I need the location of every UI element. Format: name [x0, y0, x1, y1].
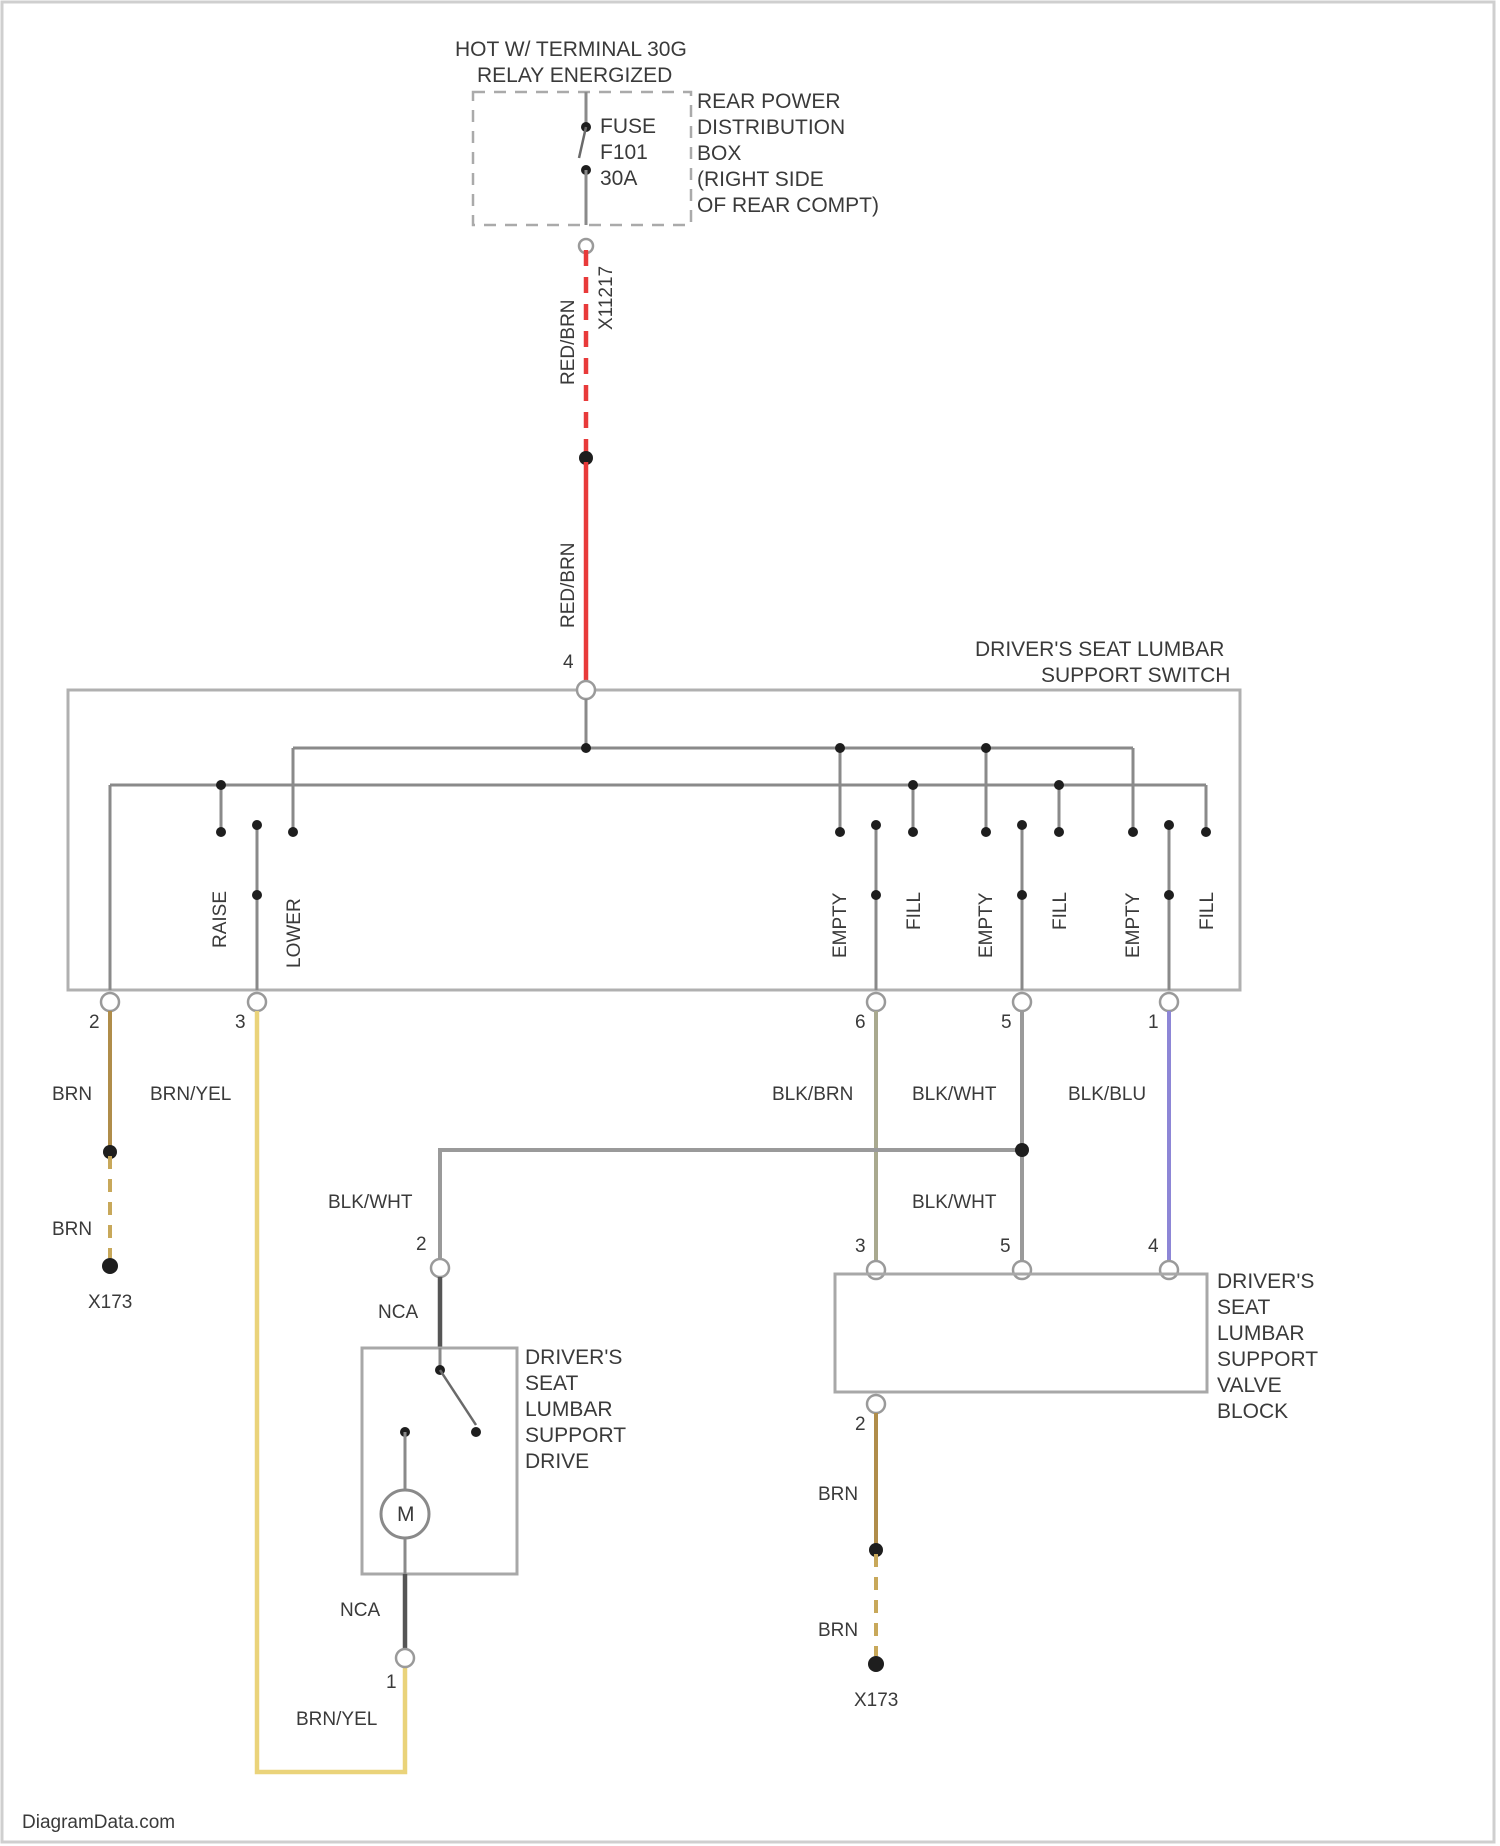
valve-label-line6: BLOCK [1217, 1400, 1288, 1423]
switch-internal-wiring [110, 699, 1206, 990]
power-box-line2: DISTRIBUTION [697, 116, 845, 139]
label-brn-left-2: BRN [52, 1219, 92, 1240]
valve-label-line4: SUPPORT [1217, 1348, 1318, 1371]
label-blk-brn: BLK/BRN [772, 1084, 853, 1105]
lumbar-switch-box [68, 690, 1240, 990]
contact-fill-1: FILL [904, 892, 925, 930]
splice-blk-wht [1015, 1143, 1029, 1157]
valve-pin-bottom-label: 2 [855, 1414, 866, 1435]
motor-label: M [397, 1503, 415, 1526]
switch-bottom-pins [101, 993, 1178, 1011]
drive-label-line4: SUPPORT [525, 1424, 626, 1447]
switch-pin-3: 3 [235, 1012, 246, 1033]
fuse-name: FUSE [600, 115, 656, 138]
fuse-symbol [579, 92, 591, 225]
label-red-brn-1: RED/BRN [558, 299, 579, 385]
label-brn-right-1: BRN [818, 1484, 858, 1505]
label-brn-left-1: BRN [52, 1084, 92, 1105]
contact-lower: LOWER [284, 898, 305, 968]
contact-raise: RAISE [210, 891, 231, 948]
power-box-line5: OF REAR COMPT) [697, 194, 879, 217]
valve-pin-4: 4 [1148, 1236, 1159, 1257]
valve-label-line5: VALVE [1217, 1374, 1282, 1397]
power-source-line1: HOT W/ TERMINAL 30G [455, 38, 687, 61]
label-blk-wht-3: BLK/WHT [912, 1192, 997, 1213]
contact-empty-1: EMPTY [830, 892, 851, 958]
label-blk-wht-2: BLK/WHT [328, 1192, 413, 1213]
valve-pin-5: 5 [1000, 1236, 1011, 1257]
power-box-line3: BOX [697, 142, 741, 165]
drive-label-line2: SEAT [525, 1372, 578, 1395]
power-box-line1: REAR POWER [697, 90, 841, 113]
drive-label-line1: DRIVER'S [525, 1346, 622, 1369]
label-brn-right-2: BRN [818, 1620, 858, 1641]
ground-right-label: X173 [854, 1690, 898, 1711]
ground-left-dot [102, 1258, 118, 1274]
switch-pin-top-label: 4 [563, 652, 574, 673]
contact-empty-2: EMPTY [976, 892, 997, 958]
valve-label-line1: DRIVER'S [1217, 1270, 1314, 1293]
label-blk-blu: BLK/BLU [1068, 1084, 1146, 1105]
label-brn-yel-1: BRN/YEL [150, 1084, 231, 1105]
switch-pin-5: 5 [1001, 1012, 1012, 1033]
switch-pin-1: 1 [1148, 1012, 1159, 1033]
label-red-brn-2: RED/BRN [558, 542, 579, 628]
drive-switch-symbol [400, 1348, 481, 1492]
switch-contact-dots [216, 820, 1211, 900]
switch-pin-2: 2 [89, 1012, 100, 1033]
switch-title-line2: SUPPORT SWITCH [1041, 664, 1230, 687]
switch-contact-labels: RAISE LOWER EMPTY FILL EMPTY FILL EMPTY … [210, 891, 1218, 968]
power-box-outline [473, 92, 691, 225]
label-connector-x: X11217 [596, 266, 617, 330]
drive-pin-bottom-label: 1 [386, 1672, 397, 1693]
valve-pin-3: 3 [855, 1236, 866, 1257]
drive-label-line5: DRIVE [525, 1450, 589, 1473]
brn-yel-wire [257, 1011, 405, 1772]
power-source-line2: RELAY ENERGIZED [477, 64, 672, 87]
fuse-id: F101 [600, 141, 648, 164]
switch-junction-dots [216, 743, 1064, 790]
fuse-rating: 30A [600, 167, 637, 190]
contact-fill-2: FILL [1050, 892, 1071, 930]
drive-pin-top [431, 1259, 449, 1277]
ground-right-dot [868, 1656, 884, 1672]
drive-box [362, 1348, 517, 1574]
label-nca-1: NCA [378, 1302, 418, 1323]
switch-pin-top [577, 681, 595, 699]
contact-fill-3: FILL [1197, 892, 1218, 930]
drive-pin-top-label: 2 [416, 1234, 427, 1255]
valve-block-top-pins [867, 1261, 1178, 1279]
watermark: DiagramData.com [22, 1812, 175, 1833]
valve-label-line3: LUMBAR [1217, 1322, 1305, 1345]
switch-pin-6: 6 [855, 1012, 866, 1033]
valve-block-box [835, 1274, 1207, 1392]
switch-title-line1: DRIVER'S SEAT LUMBAR [975, 638, 1224, 661]
label-brn-yel-2: BRN/YEL [296, 1709, 377, 1730]
power-box-line4: (RIGHT SIDE [697, 168, 824, 191]
valve-pin-bottom [867, 1395, 885, 1413]
contact-empty-3: EMPTY [1123, 892, 1144, 958]
drive-pin-bottom [396, 1649, 414, 1667]
label-nca-2: NCA [340, 1600, 380, 1621]
motor-icon: M [381, 1490, 429, 1538]
drive-label-line3: LUMBAR [525, 1398, 613, 1421]
ground-left-label: X173 [88, 1292, 132, 1313]
valve-label-line2: SEAT [1217, 1296, 1270, 1319]
label-blk-wht-1: BLK/WHT [912, 1084, 997, 1105]
